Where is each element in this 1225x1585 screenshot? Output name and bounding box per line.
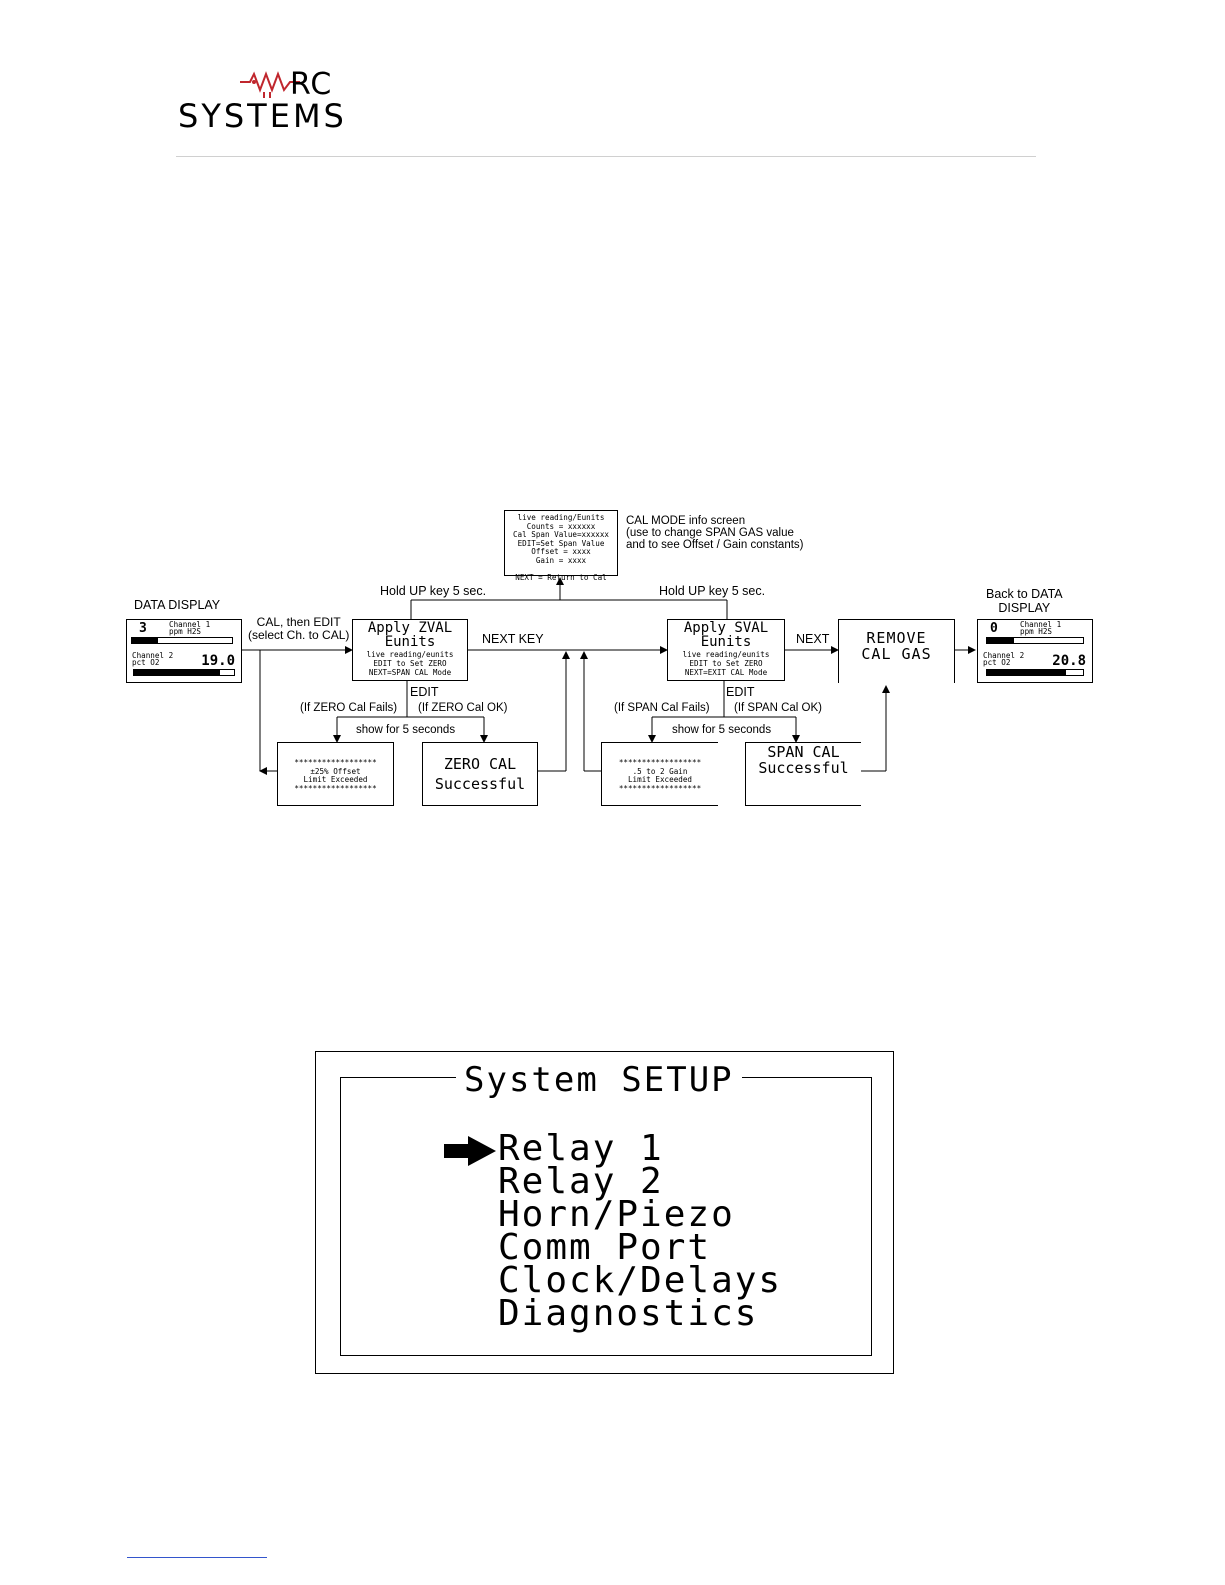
label-line: Back to DATA <box>986 587 1063 601</box>
screen-line: EDIT to Set ZERO <box>373 659 447 668</box>
menu-item-diagnostics[interactable]: Diagnostics <box>498 1293 759 1334</box>
screen-line: ****************** <box>618 783 702 793</box>
unit-label: ppm H2S <box>1020 627 1053 636</box>
cal-edit-label: CAL, then EDIT (select Ch. to CAL) <box>248 616 349 642</box>
apply-zval-screen: Apply ZVAL Eunits live reading/eunits ED… <box>352 619 468 681</box>
channel-label: Channel 2 <box>132 651 174 660</box>
screen-title: Apply SVAL <box>683 620 769 636</box>
span-fail-label: (If SPAN Cal Fails) <box>614 702 710 714</box>
screen-line: NEXT=SPAN CAL Mode <box>368 668 452 677</box>
note-line: CAL MODE info screen <box>626 515 746 527</box>
selection-arrow-icon <box>444 1136 496 1166</box>
bar-channel-2 <box>986 669 1084 676</box>
screen-title: Apply ZVAL <box>367 620 453 636</box>
screen-line: Successful <box>434 775 526 793</box>
hold-up-right-label: Hold UP key 5 sec. <box>659 584 766 598</box>
footer-link-underline[interactable] <box>127 1557 267 1558</box>
setup-title: System SETUP <box>456 1060 742 1100</box>
screen-line: Successful <box>758 759 849 777</box>
info-line: Offset = xxxx <box>531 547 591 557</box>
setup-menu: Relay 1 Relay 2 Horn/Piezo Comm Port Clo… <box>498 1128 783 1334</box>
span-gain-error-screen: ****************** .5 to 2 Gain Limit Ex… <box>601 742 718 806</box>
flow-connectors <box>237 577 976 775</box>
screen-line: Limit Exceeded <box>303 775 368 785</box>
info-line: live reading/Eunits <box>517 513 605 522</box>
bar-channel-1 <box>986 637 1084 644</box>
screen-line: SPAN CAL <box>767 743 840 761</box>
logo-systems-text: SYSTEMS <box>178 97 347 135</box>
bar-channel-2 <box>133 669 235 676</box>
screen-line: live reading/eunits <box>366 650 454 659</box>
screen-line: ±25% Offset <box>310 766 361 776</box>
show-five-seconds-right: show for 5 seconds <box>672 724 772 736</box>
label-line: DISPLAY <box>998 601 1051 615</box>
reading-value: 19.0 <box>201 653 235 669</box>
channel-label: Channel 1 <box>1020 620 1062 629</box>
info-line: EDIT=Set Span Value <box>517 538 605 548</box>
system-setup-screen: System SETUP Relay 1 Relay 2 Horn/Piezo … <box>315 1051 894 1374</box>
edit-right-label: EDIT <box>726 685 755 699</box>
screen-unit: Eunits <box>700 634 752 650</box>
reading-value: 20.8 <box>1052 653 1086 669</box>
resistor-logo-icon <box>240 71 300 98</box>
screen-line: EDIT to Set ZERO <box>689 659 763 668</box>
apply-sval-screen: Apply SVAL Eunits live reading/eunits ED… <box>667 619 785 681</box>
show-five-seconds-left: show for 5 seconds <box>356 724 456 736</box>
screen-line: .5 to 2 Gain <box>632 766 688 776</box>
reading-value: 3 <box>139 621 147 636</box>
menu-item-comm-port[interactable]: Comm Port <box>498 1227 712 1268</box>
screen-unit: Eunits <box>384 634 436 650</box>
span-cal-success-screen: SPAN CAL Successful <box>745 742 861 806</box>
unit-label: ppm H2S <box>169 627 202 636</box>
menu-item-relay-2[interactable]: Relay 2 <box>498 1161 664 1202</box>
screen-line: ****************** <box>294 783 377 793</box>
unit-label: pct O2 <box>132 658 160 667</box>
data-display-title: DATA DISPLAY <box>134 598 221 612</box>
zero-fail-label: (If ZERO Cal Fails) <box>300 702 398 714</box>
zero-ok-label: (If ZERO Cal OK) <box>418 702 508 714</box>
screen-line: REMOVE <box>866 629 927 647</box>
info-line: NEXT = Return to Cal <box>515 572 607 582</box>
channel-label: Channel 1 <box>169 620 211 629</box>
info-line: Cal Span Value=xxxxxx <box>512 530 609 540</box>
edit-left-label: EDIT <box>410 685 439 699</box>
info-line: Gain = xxxx <box>535 555 587 565</box>
screen-line: ****************** <box>294 758 377 767</box>
data-display-screen-right: 0 Channel 1 ppm H2S Channel 2 pct O2 20.… <box>977 619 1093 683</box>
zero-offset-error-screen: ****************** ±25% Offset Limit Exc… <box>277 742 394 806</box>
data-display-screen-left: 3 Channel 1 ppm H2S Channel 2 pct O2 19.… <box>126 619 242 683</box>
remove-cal-gas-screen: REMOVE CAL GAS <box>838 619 955 683</box>
next-key-label: NEXT KEY <box>482 632 544 646</box>
screen-line: ZERO CAL <box>443 755 517 773</box>
note-line: and to see Offset / Gain constants) <box>626 539 804 551</box>
reading-value: 0 <box>990 621 998 636</box>
unit-label: pct O2 <box>983 658 1011 667</box>
info-screen-note: CAL MODE info screen (use to change SPAN… <box>626 515 804 551</box>
screen-line: CAL GAS <box>861 645 932 663</box>
menu-item-horn-piezo[interactable]: Horn/Piezo <box>498 1194 735 1235</box>
next-label: NEXT <box>796 632 830 646</box>
screen-line: NEXT=EXIT CAL Mode <box>684 668 768 677</box>
label-line: CAL, then EDIT <box>256 615 341 629</box>
logo-rc-text: RC <box>290 67 333 102</box>
bar-channel-1 <box>131 637 233 644</box>
note-line: (use to change SPAN GAS value <box>626 527 794 539</box>
screen-line: live reading/eunits <box>682 650 770 659</box>
label-line: (select Ch. to CAL) <box>248 628 350 642</box>
screen-line: ****************** <box>618 758 702 767</box>
cal-mode-info-screen: live reading/Eunits Counts = xxxxxx Cal … <box>504 510 618 581</box>
hold-up-left-label: Hold UP key 5 sec. <box>380 584 487 598</box>
header-divider <box>176 156 1036 157</box>
menu-item-relay-1[interactable]: Relay 1 <box>498 1128 664 1169</box>
back-to-data-display-title: Back to DATA DISPLAY <box>986 587 1063 615</box>
span-ok-label: (If SPAN Cal OK) <box>734 702 822 714</box>
channel-label: Channel 2 <box>983 651 1025 660</box>
screen-line: Limit Exceeded <box>627 775 692 785</box>
info-line: Counts = xxxxxx <box>526 521 596 531</box>
menu-item-clock-delays[interactable]: Clock/Delays <box>498 1260 783 1301</box>
zero-cal-success-screen: ZERO CAL Successful <box>422 742 538 806</box>
